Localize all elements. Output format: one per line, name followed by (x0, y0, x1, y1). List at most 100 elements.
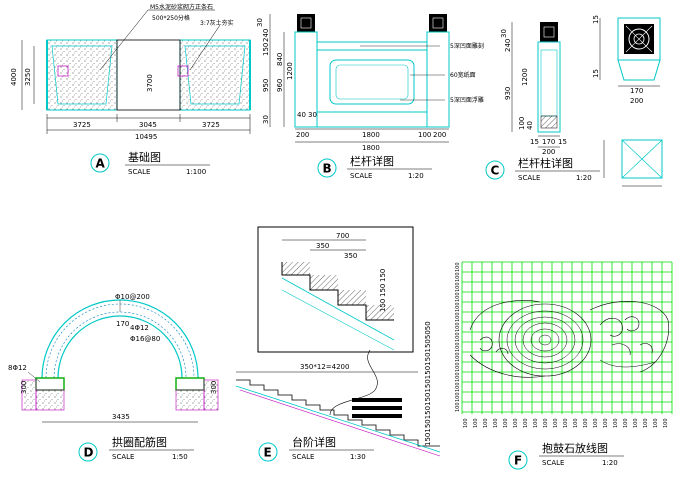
grid-tick-left: 100 (455, 302, 461, 312)
dim-b-v1200: 1200 (286, 62, 294, 80)
panel-b-scale-value: 1:20 (408, 172, 424, 180)
panel-c-badge (485, 160, 505, 180)
grid-tick-bottom: 100 (573, 418, 579, 428)
panel-c-letter: C (491, 164, 500, 178)
grid-tick-left: 100 (455, 282, 461, 292)
grid-tick-bottom: 100 (593, 418, 599, 428)
dim-c-w15b: 15 (558, 138, 567, 146)
panel-a-foundation: M5水泥砂浆砌方正条石 500*250分格 3:7灰土夯实 4000 3250 … (10, 3, 251, 176)
grid-ticks-bottom: 100 100 100 100 100 100 100 100 100 100 100 100 100 1… (463, 418, 669, 428)
dim-c-s15: 15 (592, 15, 600, 24)
grid-tick-bottom: 100 (633, 418, 639, 428)
dim-a-w2: 3045 (139, 121, 157, 129)
grid-tick-left: 100 (455, 342, 461, 352)
dim-e-h150a: 150 (379, 269, 387, 282)
panel-b-letter: B (323, 162, 332, 176)
grid-tick-bottom: 100 (663, 418, 669, 428)
panel-c-title: 栏杆柱详图 (518, 156, 573, 170)
grid-tick-bottom: 100 (463, 418, 469, 428)
stair-elevation (236, 379, 440, 447)
grid-tick-left: 100 (455, 352, 461, 362)
dim-c-v30: 30 (500, 29, 508, 38)
post-detail-cap (540, 22, 558, 42)
dim-b-total: 1800 (362, 144, 380, 152)
dim-c-v100: 100 (518, 117, 526, 130)
panel-f-badge (508, 450, 528, 470)
panel-d-title: 拱圈配筋图 (112, 435, 167, 449)
panel-d-badge (78, 442, 98, 462)
grid-tick-bottom: 100 (483, 418, 489, 428)
dim-e-350b: 350 (344, 252, 357, 260)
grid-tick-left: 100 (455, 332, 461, 342)
panel-c-scale-value: 1:20 (576, 174, 592, 182)
post-plan (621, 139, 663, 179)
dim-c-v1200: 1200 (521, 68, 529, 86)
panel-e-title: 台阶详图 (292, 435, 336, 449)
post-cap-left (297, 14, 315, 32)
grid-tick-left: 100 (455, 312, 461, 322)
grid-tick-left: 100 (455, 262, 461, 272)
panel-e-scale-value: 1:30 (350, 453, 366, 461)
dim-e-700: 700 (336, 232, 349, 240)
dim-b-1800: 1800 (362, 131, 380, 139)
dim-d-bar: 8Φ12 (8, 364, 27, 372)
dim-d-b1: 300 (20, 381, 28, 394)
dim-c-w15: 15 (530, 138, 539, 146)
dim-d-thk: 170 (116, 320, 129, 328)
panel-b-title: 栏杆详图 (350, 154, 394, 168)
grid-tick-bottom: 100 (563, 418, 569, 428)
rail-panel (316, 49, 428, 113)
grid-tick-bottom: 100 (603, 418, 609, 428)
grid-tick-left: 100 (455, 372, 461, 382)
dim-c-w170: 170 (542, 138, 555, 146)
dim-d-r3: Φ16@80 (130, 335, 160, 343)
note-b-1: 5深凹面雕刻 (450, 42, 484, 50)
dim-c-v240: 240 (504, 39, 512, 52)
grid-tick-bottom: 100 (583, 418, 589, 428)
grid-tick-bottom: 100 (523, 418, 529, 428)
drum-stone-outline (469, 300, 670, 378)
grid-tick-bottom: 100 (533, 418, 539, 428)
panel-d-scale-label: SCALE (112, 453, 134, 461)
arch-abutment-right (175, 377, 205, 391)
grid-tick-bottom: 100 (623, 418, 629, 428)
dim-c-s170: 170 (630, 87, 643, 95)
panel-a-scale-value: 1:100 (186, 168, 206, 176)
note-a-2: 500*250分格 (152, 14, 190, 22)
grid-tick-left: 100 (455, 362, 461, 372)
dim-e-run: 350*12=4200 (300, 363, 349, 371)
dim-b-v840: 840 (276, 53, 284, 66)
panel-c-post: 30 240 930 1200 100 40 15 170 15 200 15 … (485, 15, 663, 187)
grid-tick-bottom: 100 (553, 418, 559, 428)
panel-a-badge (90, 153, 110, 173)
dim-b-v30b: 30 (262, 115, 270, 124)
dim-d-r2: 4Φ12 (130, 324, 149, 332)
dim-e-h150c: 150 (379, 299, 387, 312)
note-b-2: 60宽纸面 (450, 71, 476, 79)
dim-b-200a: 200 (296, 131, 309, 139)
panel-d-scale-value: 1:50 (172, 453, 188, 461)
panel-b-railing: 5深凹面雕刻 60宽纸面 5深凹面浮雕 30 240 150 950 960 8… (256, 14, 484, 180)
dim-b-200b: 200 (433, 131, 446, 139)
rail-base (316, 111, 428, 128)
dim-b-v960: 960 (276, 79, 284, 92)
dim-b-v240: 240 (262, 29, 270, 42)
grid-tick-left: 100 (455, 322, 461, 332)
panel-d-letter: D (84, 446, 94, 460)
grid-ticks-left: 1001001001001001001001001001001001001001… (455, 262, 461, 412)
note-a-1: M5水泥砂浆砌方正条石 (150, 3, 213, 11)
grid-tick-left: 100 (455, 382, 461, 392)
grid-tick-bottom: 100 (613, 418, 619, 428)
post-cap-right (429, 14, 447, 32)
panel-a-letter: A (96, 157, 106, 171)
note-a-3: 3:7灰土夯实 (200, 19, 234, 27)
dim-e-350a: 350 (316, 242, 329, 250)
panel-a-title: 基础图 (128, 151, 161, 164)
dim-b-v40: 40 (297, 111, 306, 119)
dim-b-v30c: 30 (308, 111, 317, 119)
dim-a-mid: 3700 (146, 74, 154, 92)
grid-tick-bottom: 100 (513, 418, 519, 428)
panel-f-letter: F (514, 454, 522, 468)
panel-f-scale-label: SCALE (542, 459, 564, 467)
